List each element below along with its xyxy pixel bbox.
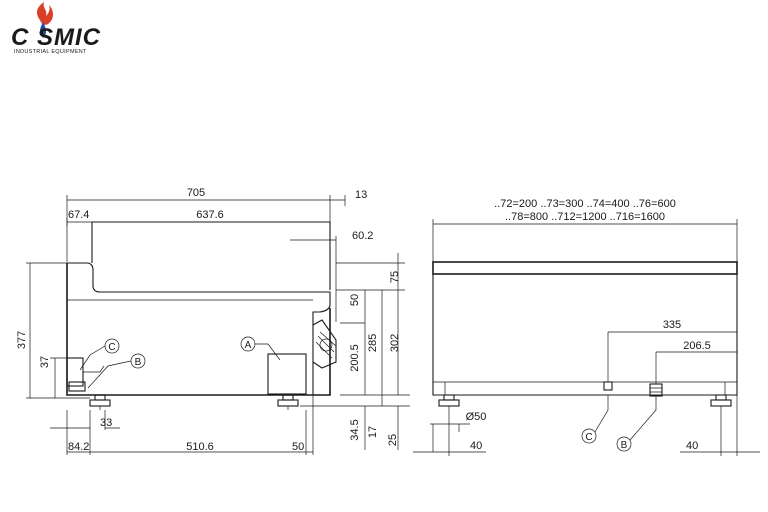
callout-a: A — [240, 336, 281, 361]
dim-base-height: 17 — [367, 426, 379, 438]
svg-text:A: A — [245, 340, 252, 351]
side-view: 705 13 67.4 637.6 60.2 377 37 75 50 200.… — [16, 187, 410, 455]
dim-feet-span: 510.6 — [186, 441, 214, 453]
callout-b-side: B — [87, 353, 146, 389]
dim-knob-height: 200.5 — [349, 344, 361, 372]
dim-rear-offset: 67.4 — [68, 209, 89, 221]
dim-feet-offset-right: 50 — [292, 441, 304, 453]
dim-top-thickness: 75 — [389, 271, 401, 283]
dim-leg-height: 25 — [387, 434, 399, 446]
dim-overall-width: 705 — [187, 187, 205, 199]
front-foot-left — [438, 394, 460, 411]
dim-mid-height: 285 — [367, 334, 379, 352]
front-view: ..72=200 ..73=300 ..74=400 ..76=600 ..78… — [413, 198, 760, 456]
side-view-dimension-lines — [26, 195, 410, 455]
control-knob — [312, 319, 337, 369]
side-view-body — [66, 221, 337, 410]
dim-top-length: 637.6 — [196, 209, 224, 221]
dim-conn-c-offset: 335 — [663, 319, 681, 331]
callout-c-front: C — [581, 428, 597, 444]
dim-total-height: 377 — [16, 331, 28, 349]
width-codes-row1: ..72=200 ..73=300 ..74=400 ..76=600 — [494, 198, 676, 210]
component-a-box — [267, 353, 307, 395]
dim-feet-clear: 34.5 — [349, 419, 361, 440]
svg-text:B: B — [621, 440, 628, 451]
dim-conn-b-offset: 206.5 — [683, 340, 711, 352]
dim-foot-diameter: Ø50 — [466, 411, 487, 423]
width-codes-row2: ..78=800 ..712=1200 ..716=1600 — [505, 211, 665, 223]
brand-tagline: INDUSTRIAL EQUIPMENT — [14, 49, 87, 55]
dim-feet-offset-left: 33 — [100, 417, 112, 429]
dim-lower-height: 37 — [39, 356, 51, 368]
callout-b-front: B — [616, 436, 632, 452]
svg-text:C: C — [585, 432, 592, 443]
front-foot-right — [710, 394, 732, 411]
svg-text:B: B — [135, 357, 142, 368]
dim-foot-right-offset: 40 — [686, 440, 698, 452]
dim-front-height: 302 — [389, 334, 401, 352]
gas-connection — [66, 357, 105, 392]
svg-text:C: C — [108, 342, 115, 353]
dim-right-overhang: 13 — [355, 189, 367, 201]
foot-rear — [89, 394, 111, 410]
dim-knob-projection: 60.2 — [352, 230, 373, 242]
dim-foot-left-offset: 40 — [470, 440, 482, 452]
foot-front — [277, 394, 299, 410]
connection-b — [649, 383, 663, 397]
front-view-body — [432, 261, 738, 411]
front-view-dimension-lines — [413, 219, 760, 456]
water-drop-icon — [39, 22, 47, 38]
connection-c — [603, 381, 613, 391]
dim-front-top: 50 — [349, 294, 361, 306]
dim-feet-offset-left2: 84.2 — [68, 441, 89, 453]
brand-name: C SMIC — [11, 24, 101, 51]
brand-logo: C SMIC INDUSTRIAL EQUIPMENT — [11, 2, 101, 55]
flame-icon — [37, 2, 54, 25]
callout-c-side: C — [79, 338, 120, 371]
